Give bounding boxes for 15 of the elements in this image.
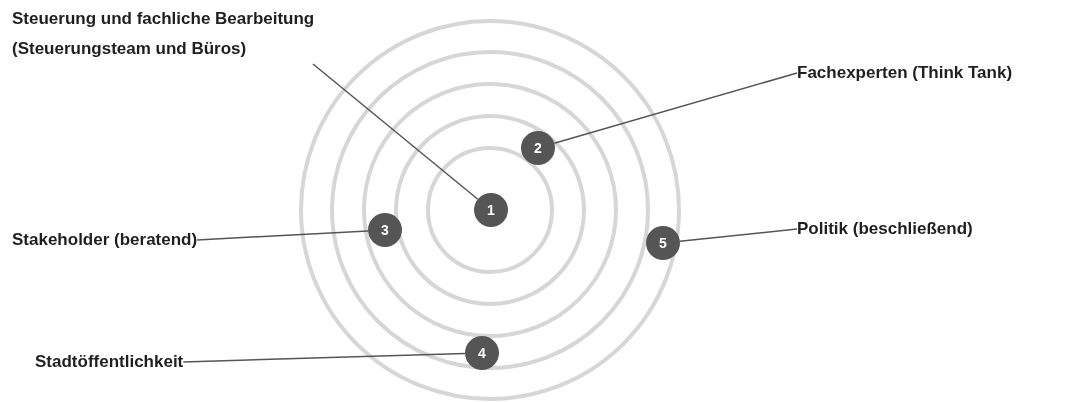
numbered-circle: 1 (474, 193, 508, 227)
leader-line (196, 230, 369, 241)
leader-line (182, 352, 466, 363)
group-label: Steuerung und fachliche Bearbeitung (Steuerungsteam und Büros) (12, 4, 352, 64)
leader-line (553, 72, 798, 144)
leader-line (312, 63, 479, 200)
numbered-circle: 2 (521, 131, 555, 165)
numbered-circle: 5 (646, 226, 680, 260)
group-label: Fachexperten (Think Tank) (797, 58, 1013, 88)
leader-line (679, 228, 798, 242)
group-label: Stadtöffentlichkeit (35, 347, 184, 377)
numbered-circle: 3 (368, 213, 402, 247)
numbered-circle: 4 (465, 336, 499, 370)
group-label: Stakeholder (beratend) (12, 225, 198, 255)
group-label: Politik (beschließend) (797, 214, 973, 244)
